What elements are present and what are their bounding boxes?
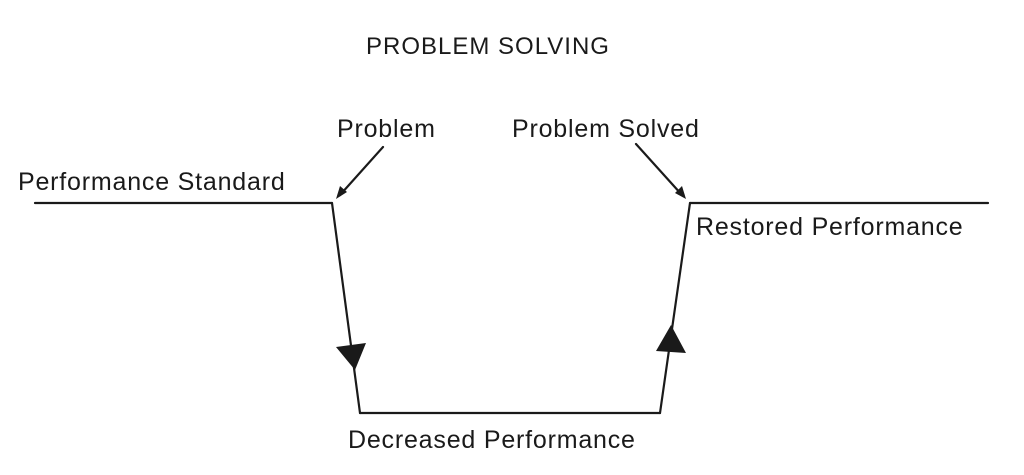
decreased-performance-label: Decreased Performance: [348, 426, 636, 454]
restored-performance-label: Restored Performance: [696, 213, 964, 241]
diagram-title: PROBLEM SOLVING: [366, 33, 610, 60]
decline-line: [330, 201, 362, 415]
problem-label: Problem: [337, 115, 436, 143]
problem-pointer-line: [338, 145, 385, 197]
problem-solved-pointer-line: [634, 142, 684, 197]
recovery-arrowhead: [656, 325, 686, 353]
decline-arrowhead: [336, 343, 366, 370]
problem-solved-pointer-arrowhead: [675, 186, 686, 199]
problem-pointer-arrowhead: [336, 186, 347, 199]
problem-solved-label: Problem Solved: [512, 115, 700, 143]
recovery-line: [658, 201, 692, 415]
performance-standard-label: Performance Standard: [18, 168, 286, 196]
